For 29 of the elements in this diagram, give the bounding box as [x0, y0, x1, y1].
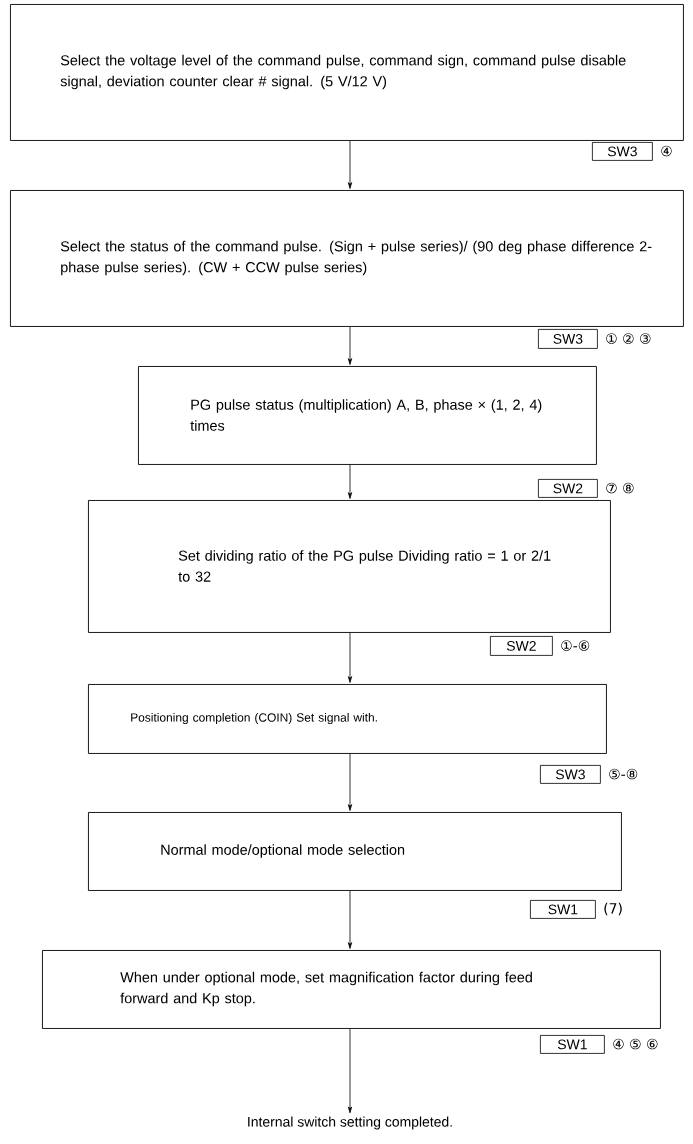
arrow — [347, 890, 353, 949]
arrow — [347, 140, 353, 189]
switch-label-box: SW2 — [490, 636, 553, 656]
end-text: Internal switch setting completed. — [248, 1116, 452, 1130]
switch-position-number: ①-⑥ — [561, 640, 590, 651]
switch-position-number: ① ② ③ — [606, 333, 651, 344]
switch-label-box: SW2 — [538, 479, 598, 498]
arrow — [347, 1028, 353, 1114]
process-box: Select the voltage level of the command pulse, command sign, command pulse disable signal, deviation counter clear # signal. (5 V/12 V) — [10, 4, 684, 141]
process-box: Normal mode/optional mode selection — [88, 812, 622, 891]
process-box: Set dividing ratio of the PG pulse Dividing ratio = 1 or 2/1 to 32 — [88, 500, 611, 633]
arrow — [347, 326, 353, 365]
switch-label-box: SW3 — [540, 765, 601, 784]
process-box: Positioning completion (COIN) Set signal with. — [88, 684, 607, 754]
arrow — [347, 464, 353, 499]
arrow — [347, 632, 353, 683]
process-box: When under optional mode, set magnification factor during feed forward and Kp stop. — [42, 950, 661, 1029]
switch-position-number: ⑦ ⑧ — [606, 482, 634, 494]
process-box: Select the status of the command pulse. (Sign + pulse series)/ (90 deg phase difference 2-phase pulse series). (CW + CCW pulse series) — [10, 190, 684, 327]
switch-position-number: ④ ⑤ ⑥ — [613, 1038, 658, 1050]
process-box: PG pulse status (multiplication) A, B, phase × (1, 2, 4) times — [138, 366, 597, 465]
switch-label-box: SW3 — [538, 329, 598, 349]
switch-label-box: SW1 — [530, 900, 596, 919]
switch-position-number: ⑤-⑧ — [609, 768, 638, 780]
switch-position-number: ④ — [661, 145, 672, 157]
arrow — [347, 753, 353, 811]
switch-label-box: SW1 — [540, 1035, 605, 1054]
switch-position-number: (7) — [604, 902, 622, 916]
switch-label-box: SW3 — [592, 142, 653, 161]
